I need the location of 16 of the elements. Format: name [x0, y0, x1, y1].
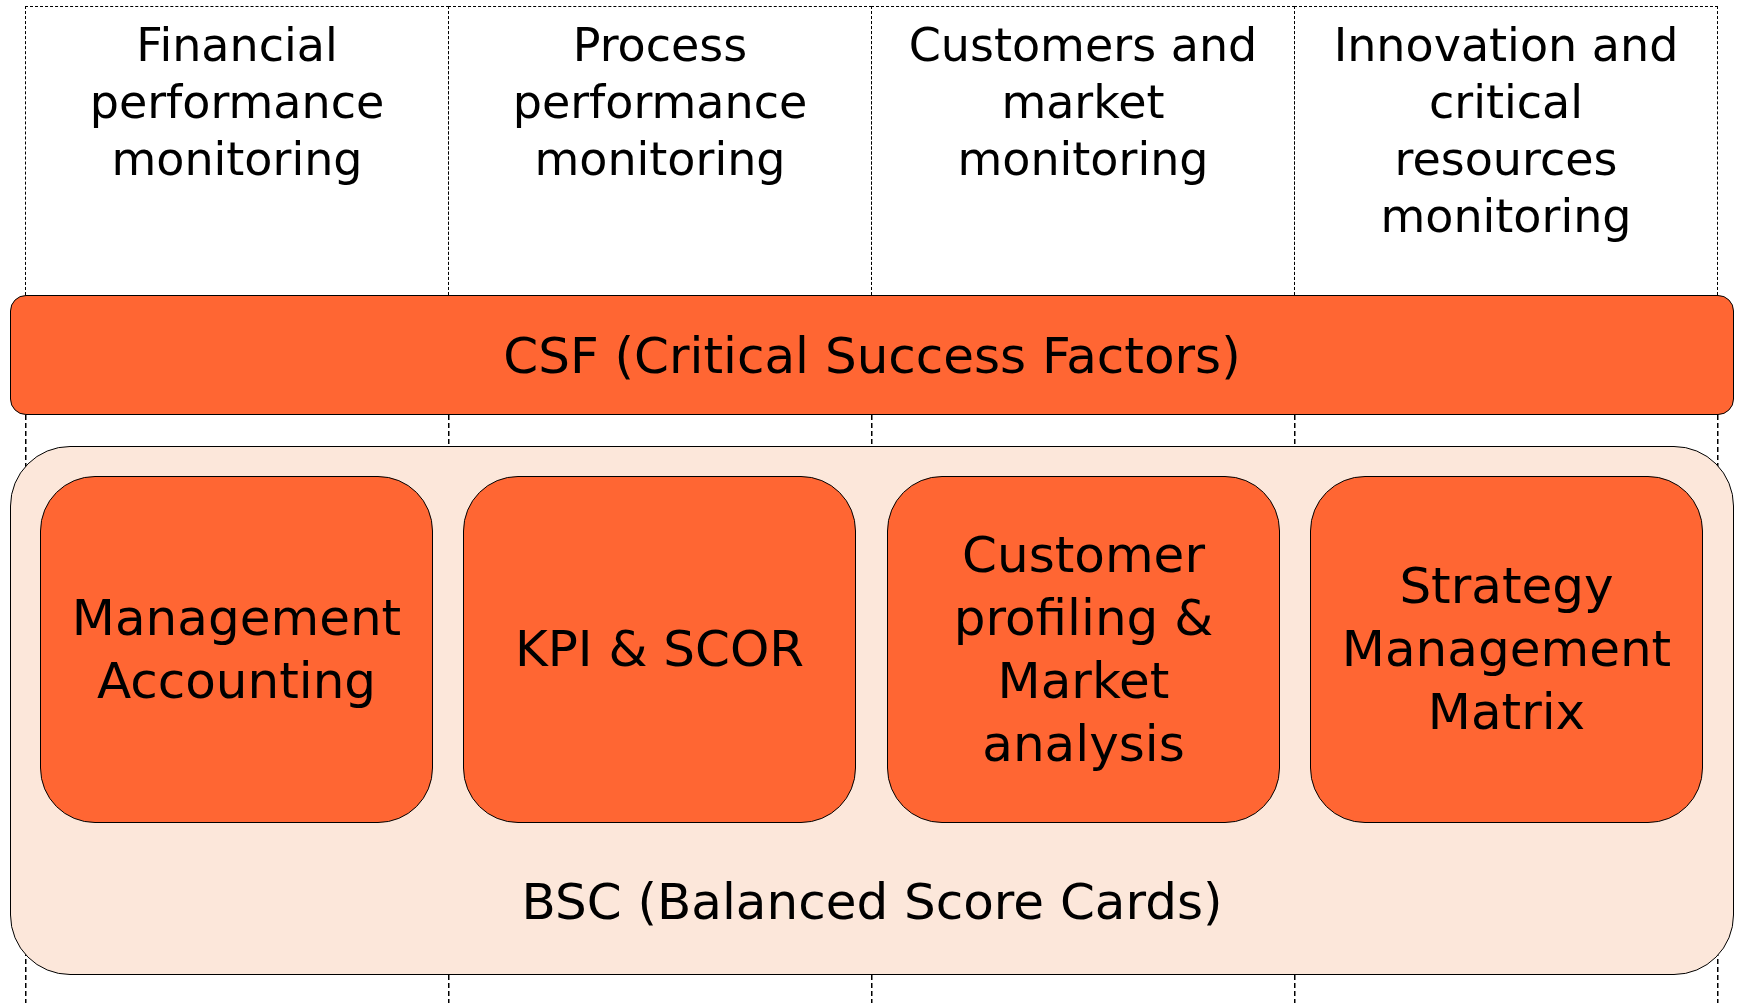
label-text: Financial performance monitoring [88, 17, 386, 188]
rounded-box [887, 476, 1280, 823]
label-text: Process performance monitoring [511, 17, 809, 188]
band-bar [10, 295, 1734, 415]
label-text: Customers and market monitoring [907, 17, 1259, 188]
label-text: Innovation and critical resources monitoring [1332, 17, 1680, 245]
rounded-box [40, 476, 433, 823]
rounded-panel [10, 446, 1734, 975]
label-text: BSC (Balanced Score Cards) [521, 872, 1223, 932]
label-text: KPI & SCOR [513, 619, 806, 680]
label-text: Customer profiling & Market analysis [952, 524, 1215, 775]
rounded-box [1310, 476, 1703, 823]
label-text: CSF (Critical Success Factors) [502, 326, 1242, 386]
label-text: Management Accounting [70, 587, 403, 712]
label-text: Strategy Management Matrix [1340, 556, 1673, 743]
rounded-box [463, 476, 856, 823]
